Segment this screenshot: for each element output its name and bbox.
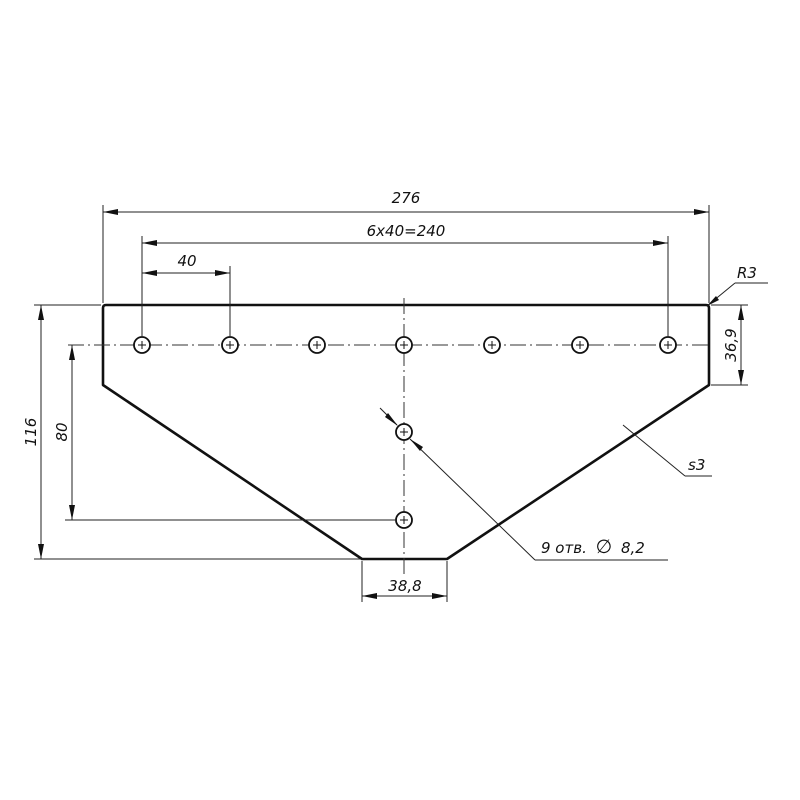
dimension-lower-hole: 80 — [53, 345, 396, 521]
radius-callout: R3 — [706, 264, 768, 307]
hole-row — [133, 336, 677, 354]
dimension-label: 36,9 — [722, 328, 740, 361]
hole — [395, 423, 413, 441]
hole — [308, 336, 326, 354]
hole — [659, 336, 677, 354]
dimension-label: 276 — [392, 189, 421, 207]
dimension-label: 116 — [22, 418, 40, 447]
dimension-bottom-width: 38,8 — [361, 561, 448, 602]
hole — [395, 511, 413, 529]
hole — [395, 336, 413, 354]
dimension-overall-height: 116 — [22, 304, 360, 560]
hole — [483, 336, 501, 354]
radius-label: R3 — [737, 264, 757, 282]
hole — [571, 336, 589, 354]
dimension-label: 80 — [53, 422, 71, 441]
dimension-hole-row-offset: 36,9 — [711, 304, 748, 386]
diameter-symbol: ∅ — [596, 536, 613, 558]
dimension-label: 40 — [177, 252, 196, 270]
hole — [221, 336, 239, 354]
dimension-label: 38,8 — [388, 577, 421, 595]
dimension-overall-width: 276 — [102, 189, 710, 303]
hole-callout: 9 отв. ∅ 8,2 — [379, 407, 668, 561]
dimension-label: 6x40=240 — [367, 222, 446, 240]
hole — [133, 336, 151, 354]
hole-diameter: 8,2 — [621, 539, 645, 557]
thickness-label: s3 — [688, 456, 705, 474]
thickness-callout: s3 — [622, 424, 712, 477]
dimension-hole-pitch-total: 6x40=240 — [141, 222, 669, 337]
dimension-hole-pitch: 40 — [142, 252, 231, 337]
hole-count: 9 отв. — [541, 539, 587, 557]
hole-callout-label: 9 отв. ∅ 8,2 — [541, 536, 645, 558]
